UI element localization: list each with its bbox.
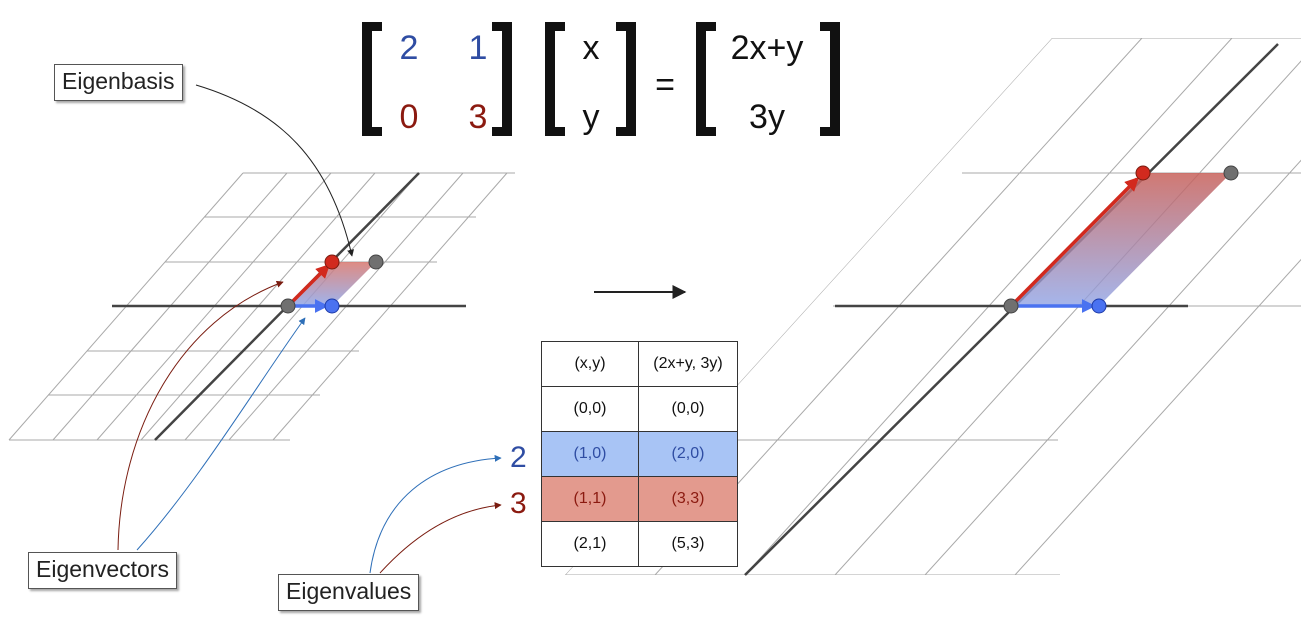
- table-cell: (2,0): [638, 431, 738, 477]
- vector-x: x: [583, 29, 600, 67]
- table-header-output: (2x+y, 3y): [638, 341, 738, 387]
- eigenvectors-red-connector: [117, 280, 284, 551]
- table-header-input: (x,y): [541, 341, 639, 387]
- eigenbasis-label: Eigenbasis: [62, 68, 175, 94]
- table-row-eigen-blue: (1,0) (2,0): [541, 431, 738, 477]
- matrix-equation: 2 1 0 3 x y = 2x+y 3y: [362, 22, 840, 136]
- matrix-a22: 3: [469, 98, 488, 136]
- left-parallelogram: [288, 262, 376, 306]
- right-parallelogram: [1011, 173, 1231, 306]
- matrix-a12: 1: [469, 29, 488, 67]
- table-cell: (0,0): [541, 386, 639, 432]
- eigenvectors-label: Eigenvectors: [36, 556, 169, 582]
- matrix-brackets: [362, 22, 840, 136]
- eigenvalues-red-connector: [379, 502, 502, 574]
- vector-y: y: [583, 98, 600, 136]
- equals-sign: =: [655, 66, 675, 104]
- transform-table: (x,y) (2x+y, 3y) (0,0) (0,0) (1,0) (2,0)…: [541, 341, 738, 567]
- eigenbasis-connector: [195, 84, 355, 257]
- table-cell: (3,3): [638, 476, 738, 522]
- table-cell: (1,0): [541, 431, 639, 477]
- right-origin-point: [1003, 298, 1019, 314]
- result-bottom: 3y: [749, 98, 785, 136]
- table-cell: (5,3): [638, 521, 738, 567]
- table-row: (2,1) (5,3): [541, 521, 738, 567]
- table-row-eigen-red: (1,1) (3,3): [541, 476, 738, 522]
- eigenvalue-label-blue: 2: [510, 441, 527, 474]
- eigenvalues-callout: Eigenvalues: [278, 574, 420, 611]
- table-header-row: (x,y) (2x+y, 3y): [541, 341, 738, 387]
- table-cell: (0,0): [638, 386, 738, 432]
- right-blue-point: [1091, 298, 1107, 314]
- left-blue-point: [324, 298, 340, 314]
- table-row: (0,0) (0,0): [541, 386, 738, 432]
- right-red-point: [1135, 165, 1151, 181]
- eigenvalues-blue-connector: [369, 454, 502, 574]
- left-red-point: [324, 254, 340, 270]
- right-eigenvector-red: [1009, 177, 1139, 308]
- result-top: 2x+y: [731, 29, 804, 67]
- matrix-a11: 2: [400, 29, 419, 67]
- right-gray-point: [1223, 165, 1239, 181]
- table-cell: (2,1): [541, 521, 639, 567]
- eigenvectors-blue-connector: [136, 317, 306, 551]
- table-cell: (1,1): [541, 476, 639, 522]
- eigenvalues-label: Eigenvalues: [286, 578, 412, 604]
- eigenvalue-label-red: 3: [510, 487, 527, 520]
- eigenbasis-callout: Eigenbasis: [54, 64, 183, 101]
- matrix-a21: 0: [400, 98, 419, 136]
- eigenvectors-callout: Eigenvectors: [28, 552, 177, 589]
- left-origin-point: [280, 298, 296, 314]
- left-eigenvector-red: [286, 264, 330, 308]
- left-gray-point: [368, 254, 384, 270]
